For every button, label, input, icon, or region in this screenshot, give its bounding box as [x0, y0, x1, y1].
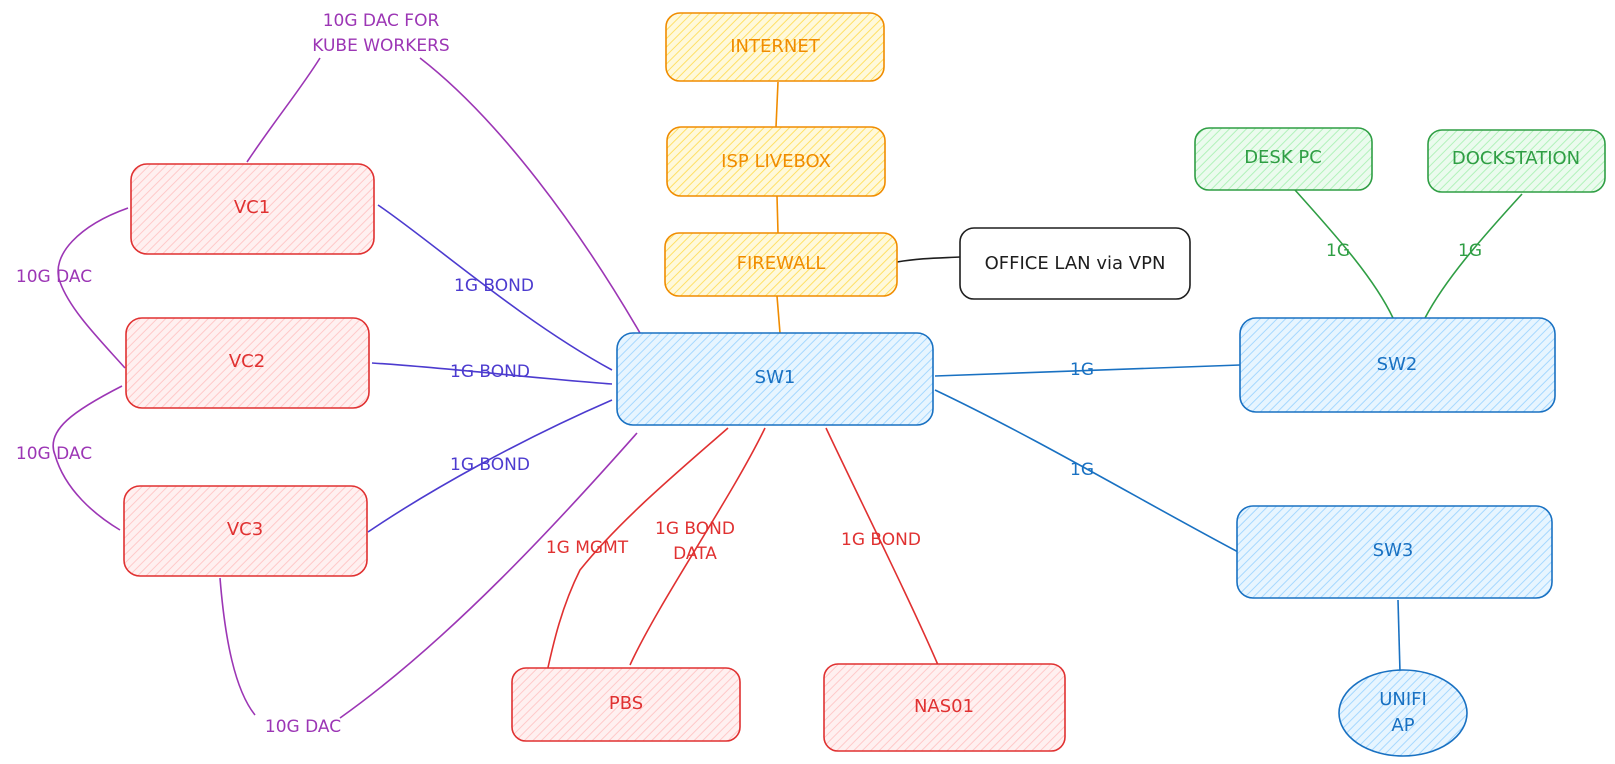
vc1-vc2-dac-label: 10G DAC: [16, 267, 92, 287]
edge-labels: 10G DAC FOR KUBE WORKERS 10G DAC 10G DAC…: [16, 11, 1482, 737]
edge-isp-firewall: [776, 195, 779, 234]
sw1-label: SW1: [755, 367, 796, 388]
sw1-sw2-label: 1G: [1070, 360, 1094, 380]
node-sw2: SW2: [1239, 317, 1556, 413]
sw2-label: SW2: [1377, 354, 1418, 375]
node-desk-pc: DESK PC: [1194, 127, 1373, 191]
edge-vc1-vc2-dac: [57, 207, 129, 369]
isp-livebox-label: ISP LIVEBOX: [721, 151, 831, 172]
node-vc1: VC1: [130, 163, 375, 255]
nas-bond-label: 1G BOND: [841, 530, 921, 550]
edge-sw1-pbs-bond: [629, 427, 766, 666]
edge-vc3-sw1-bond: [367, 399, 613, 533]
edge-kube-label-sw1: [419, 57, 641, 334]
unifi-ap-label-1: UNIFI: [1379, 689, 1427, 710]
internet-label: INTERNET: [730, 36, 820, 57]
pbs-bond-label-1: 1G BOND: [655, 519, 735, 539]
edge-internet-isp: [775, 81, 779, 128]
node-unifi-ap: UNIFI AP: [1338, 669, 1468, 757]
vc2-label: VC2: [229, 351, 265, 372]
vc1-bond-label: 1G BOND: [454, 276, 534, 296]
node-sw1: SW1: [616, 332, 934, 426]
edge-desk-sw2: [1294, 189, 1394, 319]
node-vc2: VC2: [125, 317, 370, 409]
edges: [52, 57, 1523, 719]
node-sw3: SW3: [1236, 505, 1553, 599]
edge-vc1-kube-label: [246, 57, 321, 163]
sw3-label: SW3: [1373, 540, 1414, 561]
desk-sw2-label: 1G: [1326, 241, 1350, 261]
sw1-sw3-label: 1G: [1070, 460, 1094, 480]
edge-firewall-office: [896, 256, 961, 263]
edge-vc2-vc3-dac: [52, 385, 123, 531]
edge-sw3-unifi: [1397, 599, 1401, 673]
kube-workers-label-1: 10G DAC FOR: [323, 11, 440, 31]
dockstation-label: DOCKSTATION: [1452, 148, 1580, 169]
node-internet: INTERNET: [665, 12, 885, 82]
node-isp-livebox: ISP LIVEBOX: [666, 126, 886, 197]
edge-sw1-sw2: [934, 364, 1241, 377]
pbs-label: PBS: [609, 693, 643, 714]
edge-vc1-sw1-bond: [377, 204, 613, 371]
edge-sw1-pbs-mgmt: [546, 427, 729, 673]
edge-dock-sw2: [1424, 193, 1523, 319]
unifi-ap-label-2: AP: [1391, 715, 1414, 736]
vc3-label: VC3: [227, 519, 263, 540]
vc3-bond-label: 1G BOND: [450, 455, 530, 475]
node-pbs: PBS: [511, 667, 741, 742]
dock-sw2-label: 1G: [1458, 241, 1482, 261]
node-office-lan: OFFICE LAN via VPN: [959, 227, 1191, 300]
edge-vc2-sw1-bond: [371, 362, 613, 385]
vc1-label: VC1: [234, 197, 270, 218]
pbs-bond-label-2: DATA: [673, 544, 717, 564]
node-dockstation: DOCKSTATION: [1427, 129, 1606, 193]
edge-sw1-nas-bond: [825, 427, 939, 666]
pbs-mgmt-label: 1G MGMT: [546, 538, 629, 558]
node-nas01: NAS01: [823, 663, 1066, 752]
firewall-label: FIREWALL: [737, 253, 826, 274]
node-vc3: VC3: [123, 485, 368, 577]
vc3-sw1-dac-label: 10G DAC: [265, 717, 341, 737]
edge-vc3-sw1-dac: [219, 432, 638, 719]
desk-pc-label: DESK PC: [1244, 147, 1322, 168]
edge-firewall-sw1: [776, 295, 781, 334]
vc2-bond-label: 1G BOND: [450, 362, 530, 382]
kube-workers-label-2: KUBE WORKERS: [312, 36, 449, 56]
node-firewall: FIREWALL: [664, 232, 898, 297]
office-lan-label: OFFICE LAN via VPN: [985, 253, 1166, 274]
edge-sw1-sw3: [934, 389, 1241, 554]
nas01-label: NAS01: [914, 696, 974, 717]
vc2-vc3-dac-label: 10G DAC: [16, 444, 92, 464]
